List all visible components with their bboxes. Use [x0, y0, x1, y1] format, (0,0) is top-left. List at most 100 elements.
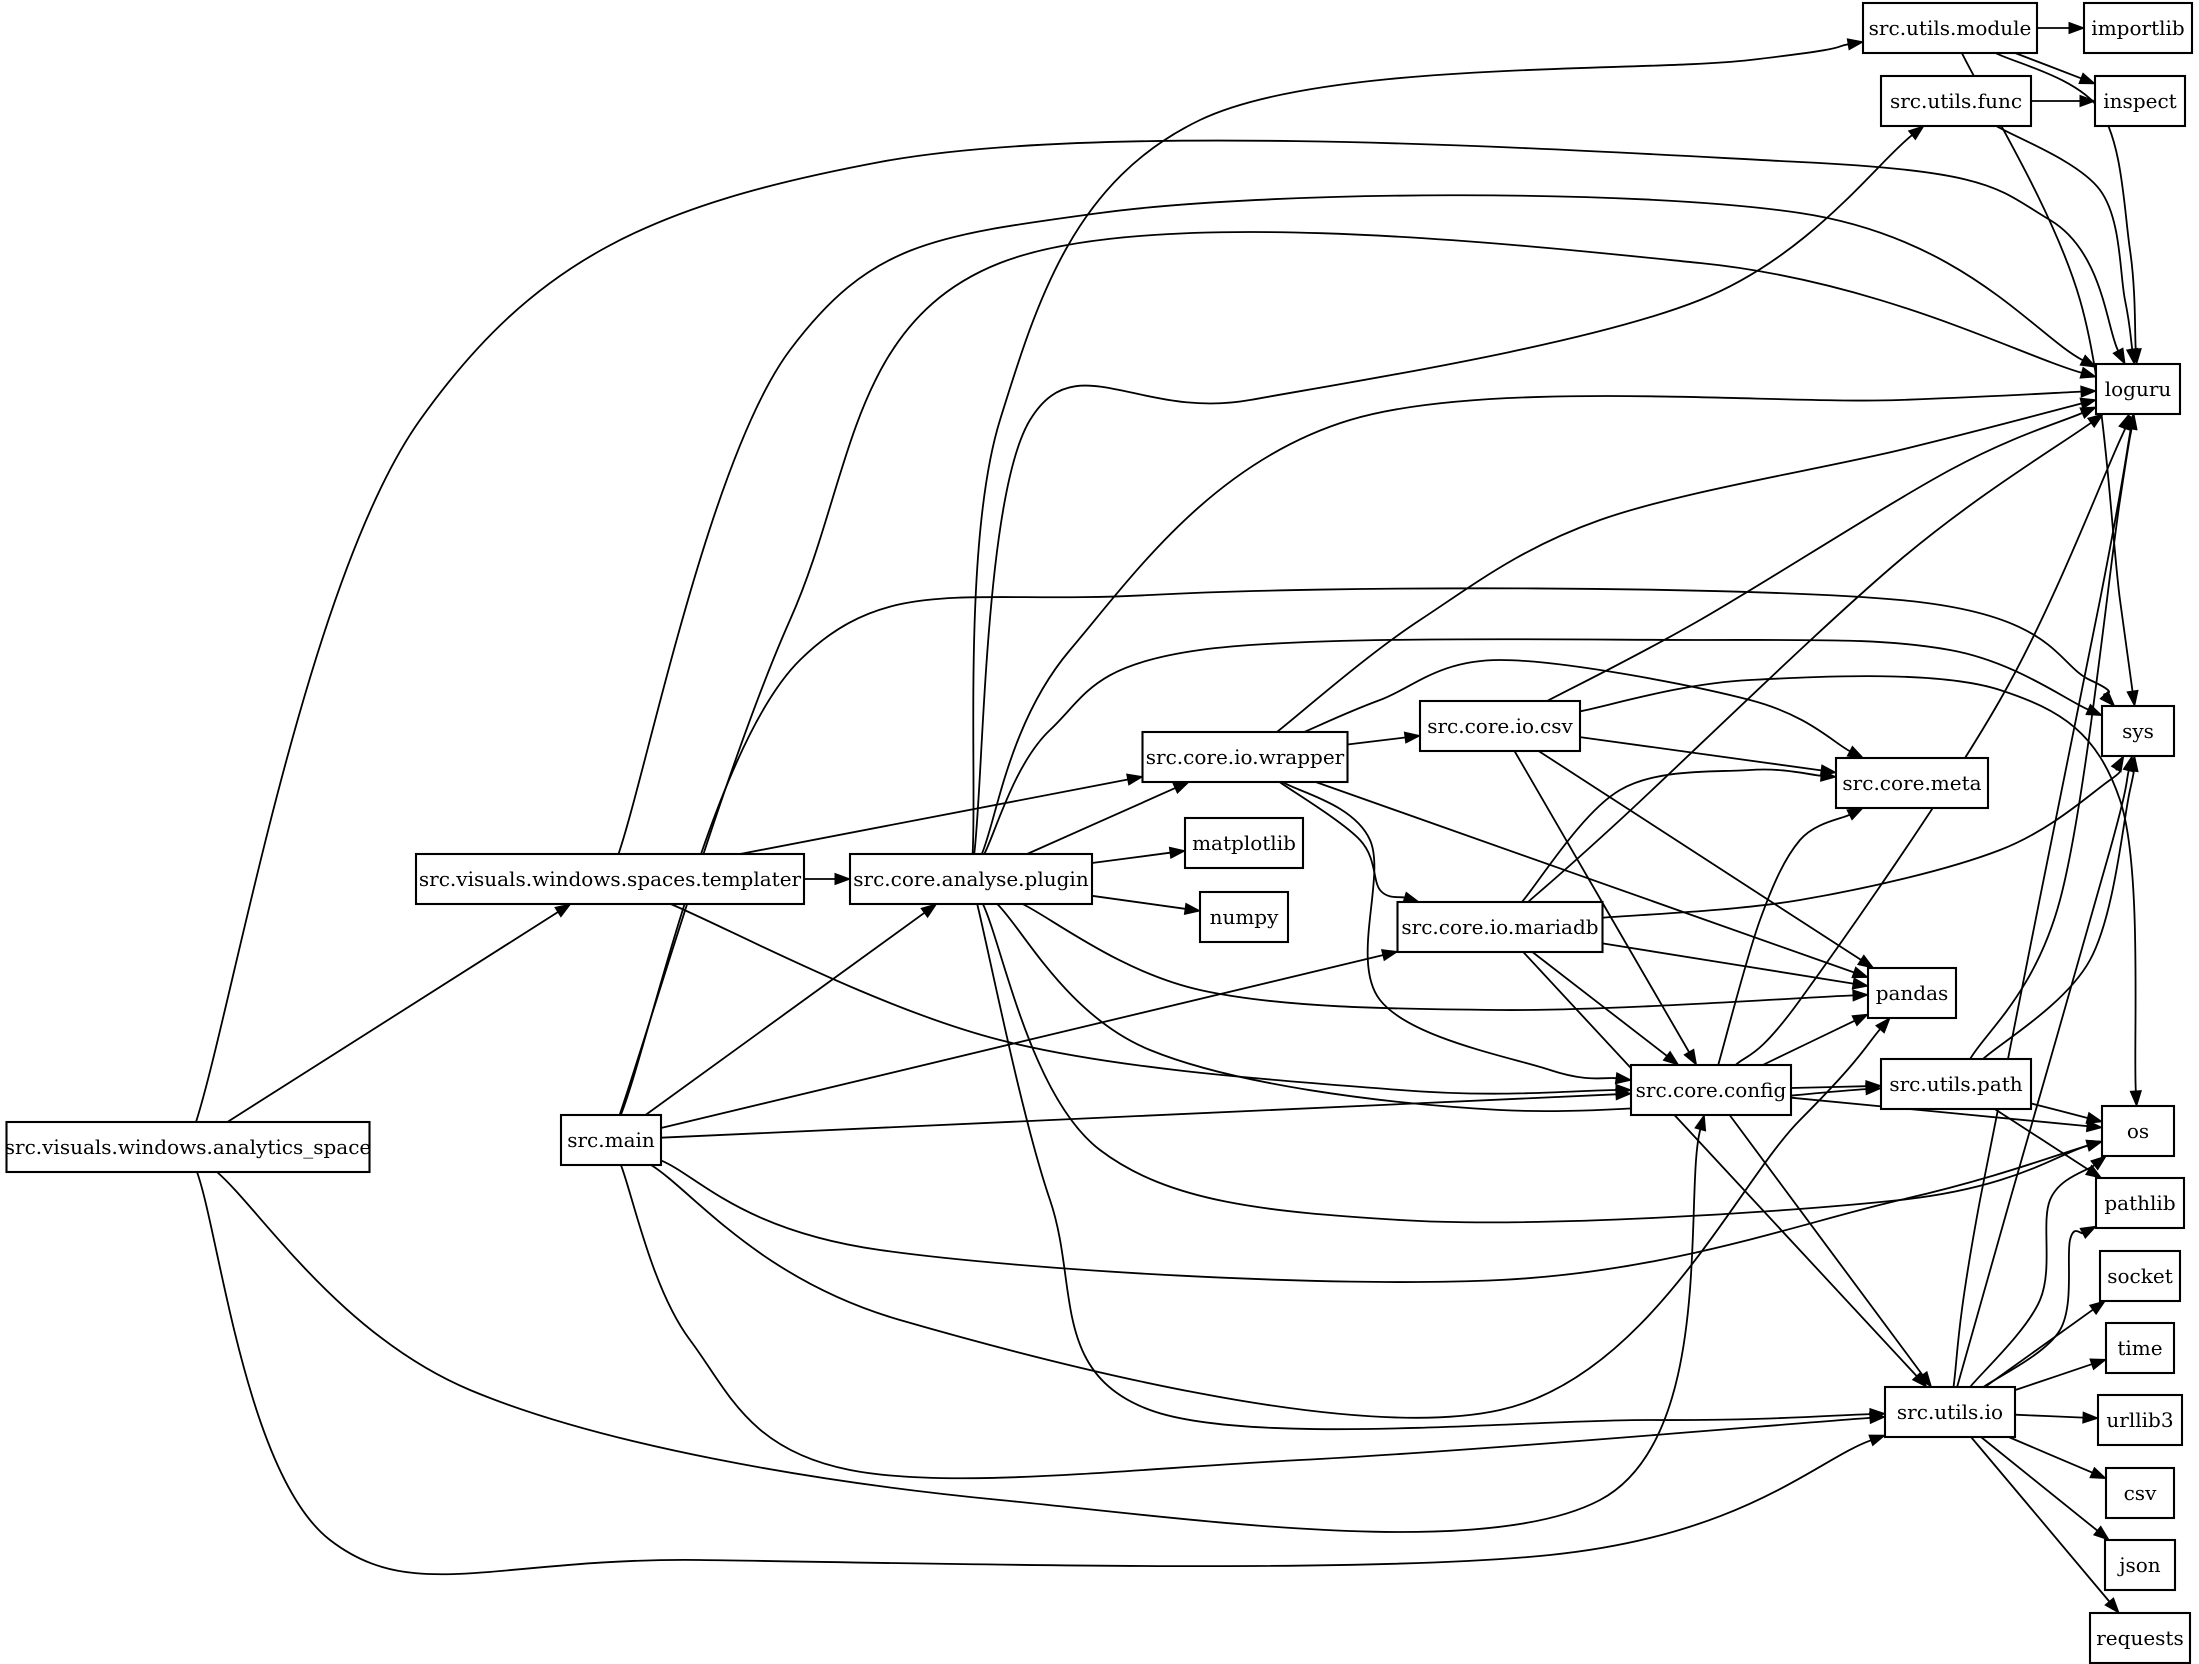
arrowhead — [2085, 703, 2104, 717]
node-templater: src.visuals.windows.spaces.templater — [414, 852, 806, 906]
edge-umodule-to-importlib — [2037, 21, 2086, 35]
node-box — [1629, 1063, 1793, 1117]
arrowhead — [2079, 397, 2098, 410]
node-box — [1183, 816, 1305, 870]
edge-main-to-mariadb — [660, 949, 1399, 1129]
edge-line — [1538, 750, 1862, 961]
edge-line — [1602, 942, 1854, 985]
arrowhead — [1380, 949, 1399, 962]
node-sys: sys — [2100, 704, 2176, 758]
edge-line — [1022, 903, 1854, 1011]
arrowhead — [920, 903, 938, 919]
arrowhead — [1683, 1048, 1698, 1067]
node-label: src.visuals.windows.analytics_space — [5, 1135, 372, 1159]
edge-wrapper-to-config — [1282, 781, 1633, 1085]
arrowhead — [2079, 1225, 2098, 1239]
arrowhead — [2079, 94, 2097, 108]
edge-line — [660, 1144, 2088, 1283]
edge-templater-to-plugin — [804, 872, 852, 886]
edge-line — [1956, 770, 2130, 1388]
edge-wrapper-to-csvio — [1347, 731, 1422, 746]
node-label: pandas — [1876, 981, 1949, 1005]
node-label: src.core.analyse.plugin — [853, 867, 1089, 891]
node-ufunc: src.utils.func — [1879, 74, 2033, 128]
edge-uio-to-loguru — [1952, 412, 2137, 1388]
edge-main-to-uio — [620, 1164, 1887, 1480]
edge-plugin-to-matplotlib — [1091, 846, 1187, 864]
edge-wrapper-to-meta — [1303, 659, 1865, 759]
arrowhead — [1846, 745, 1865, 759]
edge-line — [1315, 781, 1855, 974]
edge-line — [216, 1129, 1702, 1533]
edge-umodule-to-inspect — [2014, 52, 2097, 85]
edge-line — [1026, 787, 1176, 855]
arrowhead — [2099, 690, 2116, 708]
edge-line — [983, 638, 2089, 855]
node-box — [1141, 730, 1349, 784]
edge-csvio-to-pandas — [1538, 750, 1875, 969]
node-label: inspect — [2103, 89, 2176, 113]
edge-plugin-to-ufunc — [973, 125, 1925, 855]
edge-line — [1522, 951, 1918, 1377]
arrowhead — [1614, 1072, 1633, 1085]
edge-line — [2014, 1413, 2084, 1419]
edge-plugin-to-pandas — [1022, 903, 1870, 1011]
arrowhead — [2112, 347, 2126, 366]
arrowhead — [2110, 754, 2125, 773]
edge-line — [1527, 422, 2092, 903]
edge-line — [1762, 1019, 1855, 1066]
edge-mariadb-to-pandas — [1602, 942, 1870, 990]
node-box — [1879, 74, 2033, 128]
arrowhead — [2068, 21, 2086, 35]
node-label: json — [2117, 1553, 2161, 1577]
edge-line — [1579, 675, 2137, 1092]
node-label: sys — [2122, 719, 2154, 743]
edge-ufunc-to-inspect — [2030, 94, 2097, 108]
edge-line — [971, 43, 1849, 855]
node-label: os — [2127, 1119, 2149, 1143]
edge-templater-to-loguru — [617, 194, 2098, 855]
edge-line — [1790, 1085, 1867, 1089]
edge-line — [670, 903, 1617, 1095]
arrowhead — [1615, 1088, 1633, 1101]
edge-plugin-to-sys — [983, 638, 2104, 855]
edge-plugin-to-wrapper — [1026, 781, 1191, 855]
edge-line — [620, 1164, 1871, 1480]
edge-line — [973, 134, 1913, 855]
arrowhead — [2079, 354, 2098, 368]
node-box — [1396, 900, 1604, 954]
arrowhead — [1865, 1079, 1883, 1093]
edge-line — [1970, 1436, 2110, 1603]
node-label: src.utils.path — [1889, 1072, 2022, 1096]
arrowhead — [2085, 1139, 2104, 1152]
edge-plugin-to-os — [982, 903, 2104, 1224]
edge-uio-to-os — [1969, 1155, 2108, 1388]
node-label: matplotlib — [1192, 831, 1296, 855]
node-box — [2100, 704, 2176, 758]
node-label: csv — [2124, 1481, 2157, 1505]
node-os: os — [2100, 1104, 2176, 1158]
edge-config-to-pandas — [1762, 1013, 1870, 1066]
node-box — [848, 852, 1094, 906]
edge-line — [1952, 428, 2132, 1388]
node-label: src.main — [567, 1128, 655, 1152]
edge-plugin-to-umodule — [971, 38, 1865, 855]
edge-line — [2014, 1363, 2093, 1391]
node-label: src.visuals.windows.spaces.templater — [419, 867, 802, 891]
node-meta: src.core.meta — [1834, 756, 1990, 810]
arrowhead — [1856, 954, 1875, 969]
arrowhead — [1662, 1050, 1680, 1066]
edge-line — [226, 911, 559, 1123]
edge-line — [1091, 894, 1186, 910]
arrowhead — [2104, 1597, 2120, 1615]
node-plugin: src.core.analyse.plugin — [848, 852, 1094, 906]
edge-analytics-space-to-loguru — [195, 139, 2126, 1123]
edge-upath-to-sys — [1982, 754, 2139, 1060]
edge-uio-to-time — [2014, 1358, 2108, 1391]
node-label: time — [2117, 1336, 2162, 1360]
edge-line — [196, 1171, 1872, 1576]
node-box — [2104, 1466, 2176, 1520]
node-uio: src.utils.io — [1883, 1385, 2017, 1439]
edge-config-to-meta — [1717, 807, 1865, 1066]
